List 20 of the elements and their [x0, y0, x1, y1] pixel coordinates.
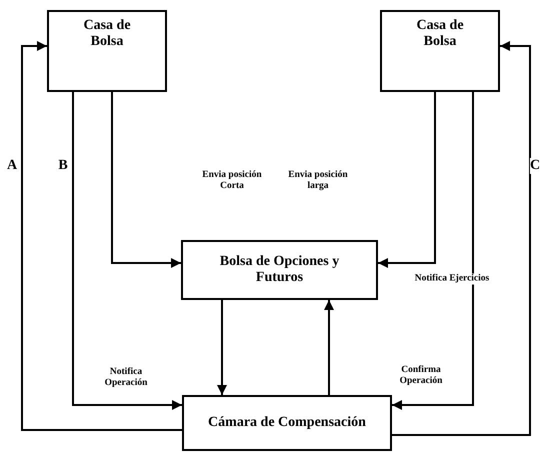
note-text: Envia posición larga — [287, 170, 349, 192]
process-box — [47, 10, 167, 92]
node-label: Casa de Bolsa — [82, 17, 132, 50]
process-box — [182, 395, 392, 451]
node-label: Bolsa de Opciones y Futuros — [218, 254, 340, 286]
process-box — [181, 240, 378, 300]
edge-label: Notifica Ejercicios — [414, 274, 490, 284]
arrow — [378, 92, 436, 268]
arrow — [111, 92, 181, 268]
node-label: Cámara de Compensación — [207, 414, 367, 432]
arrow — [324, 300, 334, 395]
path-letter: C — [530, 158, 540, 174]
process-box — [380, 10, 500, 92]
arrow — [217, 300, 227, 395]
arrow — [21, 41, 182, 431]
arrow — [392, 92, 474, 410]
arrow — [72, 92, 182, 410]
arrow — [392, 41, 531, 436]
node-label: Casa de Bolsa — [415, 17, 465, 50]
note-text: Envia posición Corta — [201, 170, 263, 192]
